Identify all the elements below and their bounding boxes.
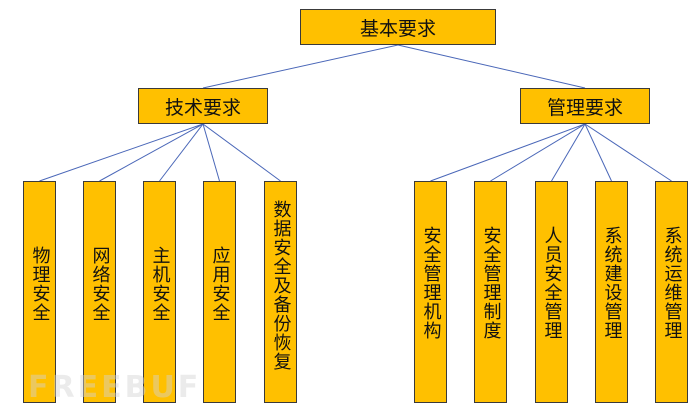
link-leaf-personnel-security	[551, 123, 586, 182]
leaf-system-operation: 系统运维管理	[655, 181, 688, 403]
branch-label-technical: 技术要求	[164, 96, 241, 119]
watermark-logo: FREEBUF	[28, 370, 202, 405]
leaf-network-security: 网络安全	[83, 181, 116, 403]
link-leaf-system-operation	[584, 123, 672, 182]
branch-node-management: 管理要求	[520, 88, 650, 124]
link-leaf-security-org	[430, 123, 586, 182]
link-root-technical	[202, 44, 399, 89]
leaf-label: 主机安全	[149, 246, 171, 322]
link-leaf-system-construction	[584, 123, 612, 182]
leaf-label: 人员安全管理	[541, 226, 563, 340]
leaf-security-policy: 安全管理制度	[474, 181, 507, 403]
leaf-label: 物理安全	[29, 246, 51, 322]
leaf-label: 安全管理机构	[420, 226, 442, 340]
link-leaf-physical-security	[39, 123, 204, 182]
leaf-personnel-security: 人员安全管理	[535, 181, 568, 403]
link-leaf-network-security	[99, 123, 204, 182]
link-leaf-data-backup-recovery	[202, 123, 281, 182]
leaf-label: 系统运维管理	[661, 226, 683, 340]
leaf-host-security: 主机安全	[143, 181, 176, 403]
branch-node-technical: 技术要求	[138, 88, 268, 124]
root-label: 基本要求	[359, 17, 436, 40]
leaf-label: 网络安全	[89, 246, 111, 322]
leaf-system-construction: 系统建设管理	[595, 181, 628, 403]
link-leaf-security-policy	[490, 123, 586, 182]
leaf-physical-security: 物理安全	[23, 181, 56, 403]
link-root-management	[397, 44, 586, 89]
link-leaf-host-security	[159, 123, 204, 182]
leaf-label: 安全管理制度	[480, 226, 502, 340]
leaf-label: 应用安全	[209, 246, 231, 322]
link-leaf-application-security	[202, 123, 220, 182]
leaf-label: 数据安全及备份恢复	[270, 200, 292, 371]
branch-label-management: 管理要求	[546, 96, 623, 119]
root-node: 基本要求	[300, 9, 496, 45]
leaf-security-org: 安全管理机构	[414, 181, 447, 403]
leaf-label: 系统建设管理	[601, 226, 623, 340]
leaf-application-security: 应用安全	[203, 181, 236, 403]
leaf-data-backup-recovery: 数据安全及备份恢复	[264, 181, 297, 403]
